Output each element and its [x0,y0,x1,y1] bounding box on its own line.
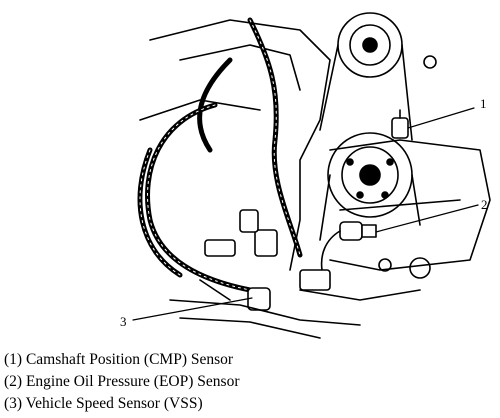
upper-pulley [319,12,413,141]
engine-sensor-illustration: 1 2 3 [120,12,491,339]
legend-item-eop-sensor: (2) Engine Oil Pressure (EOP) Sensor [4,373,240,390]
lower-pulley [319,132,421,241]
leader-line-1 [407,107,475,129]
legend: (1) Camshaft Position (CMP) Sensor (2) E… [4,349,496,415]
connectors [204,209,331,291]
leader-line-2 [375,204,479,233]
harness-ribs [139,19,301,291]
legend-item-vss: (3) Vehicle Speed Sensor (VSS) [4,395,203,412]
engine-block [139,19,491,301]
leader-line-3 [132,297,253,321]
callout-3: 3 [120,314,127,329]
cmp-sensor [391,109,409,139]
eop-sensor [320,221,377,271]
vss-sensor [169,279,361,339]
legend-item-cmp-sensor: (1) Camshaft Position (CMP) Sensor [4,351,234,368]
callout-1: 1 [480,96,487,111]
callout-2: 2 [481,197,488,212]
leader-lines [132,107,479,321]
